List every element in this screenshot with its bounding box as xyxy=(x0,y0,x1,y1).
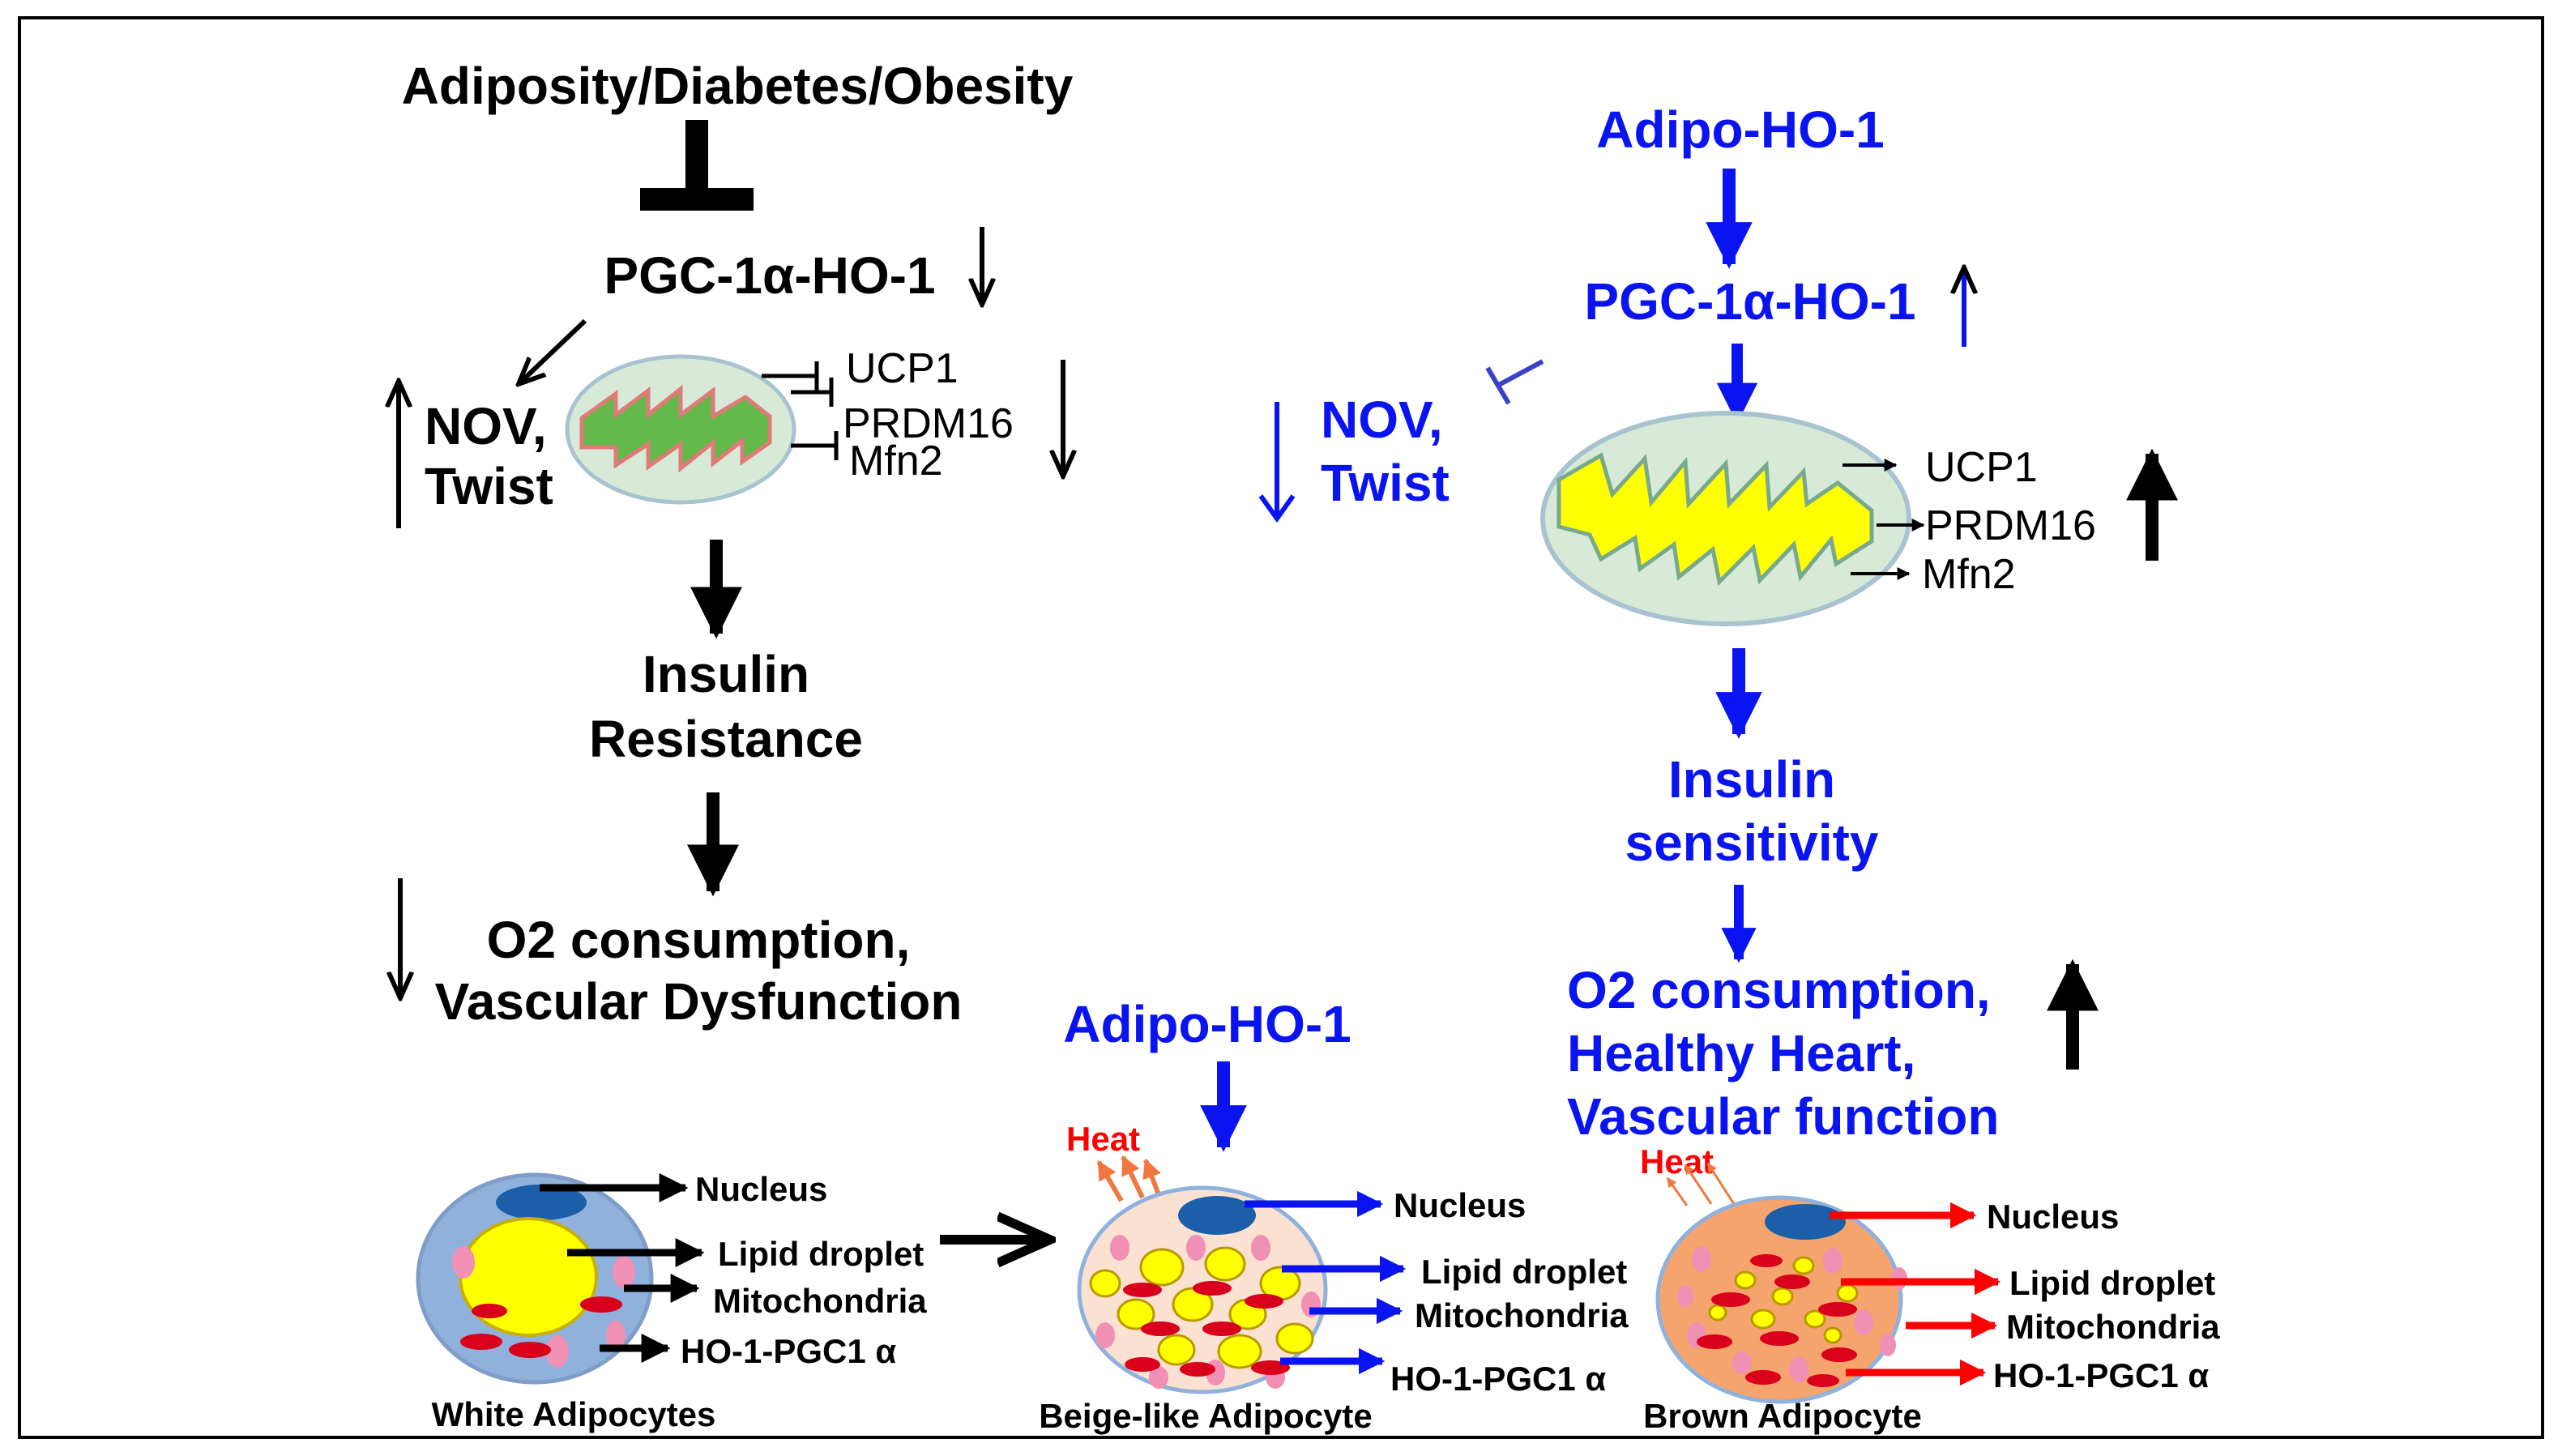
right-gene-ucp1: UCP1 xyxy=(1925,444,2038,491)
white-adipocyte-label: White Adipocytes xyxy=(432,1395,716,1433)
right-twist-label: Twist xyxy=(1321,454,1450,512)
left-mitochondrion-icon xyxy=(565,354,796,505)
white-lipid-label: Lipid droplet xyxy=(718,1235,924,1273)
beige-nucleus-label: Nucleus xyxy=(1394,1186,1526,1224)
brown-ho1-label: HO-1-PGC1 α xyxy=(1993,1356,2209,1394)
white-mito-label: Mitochondria xyxy=(713,1282,927,1320)
left-inhibition-bar xyxy=(640,120,754,211)
right-outcome-line2: Healthy Heart, xyxy=(1567,1024,1915,1082)
left-condition-label: Adiposity/Diabetes/Obesity xyxy=(402,57,1074,115)
right-nov-label: NOV, xyxy=(1321,391,1443,449)
bottom-adipo-label: Adipo-HO-1 xyxy=(1063,995,1351,1053)
right-mitochondrion-icon xyxy=(1540,411,1911,626)
beige-adipocyte-label: Beige-like Adipocyte xyxy=(1039,1397,1373,1435)
left-gene-mfn2: Mfn2 xyxy=(849,438,943,485)
white-ho1-label: HO-1-PGC1 α xyxy=(681,1332,896,1370)
right-adipo-label: Adipo-HO-1 xyxy=(1596,100,1885,159)
right-outcome-line1: O2 consumption, xyxy=(1567,961,1991,1019)
white-adipocyte-icon xyxy=(416,1172,654,1385)
brown-heat-label: Heat xyxy=(1640,1142,1714,1181)
figure-frame xyxy=(18,16,2544,1439)
left-insulin-line1: Insulin xyxy=(643,645,809,703)
beige-heat-label: Heat xyxy=(1066,1120,1140,1158)
beige-heat-arrows xyxy=(1096,1155,1163,1202)
brown-heat-arrows xyxy=(1666,1162,1736,1206)
right-nov-down-arrowhead xyxy=(1258,494,1296,523)
left-pgc-to-nov-arrow xyxy=(519,318,587,384)
left-insulin-line2: Resistance xyxy=(589,710,863,768)
brown-mito-label: Mitochondria xyxy=(2006,1308,2220,1346)
right-gene-mfn2: Mfn2 xyxy=(1922,551,2016,598)
left-nov-label: NOV, xyxy=(425,397,547,455)
brown-adipocyte-label: Brown Adipocyte xyxy=(1643,1397,1922,1435)
brown-adipocyte-icon xyxy=(1655,1195,1907,1404)
left-outcome-line2: Vascular Dysfunction xyxy=(435,972,963,1031)
left-pgc-label: PGC-1α-HO-1 xyxy=(604,246,935,305)
left-gene-prdm16: PRDM16 xyxy=(843,400,1014,447)
beige-ho1-label: HO-1-PGC1 α xyxy=(1390,1360,1606,1398)
left-gene-ucp1: UCP1 xyxy=(846,345,959,392)
left-outcome-line1: O2 consumption, xyxy=(487,911,911,969)
brown-lipid-label: Lipid droplet xyxy=(2009,1264,2215,1302)
beige-mito-label: Mitochondria xyxy=(1415,1296,1629,1334)
right-gene-prdm16: PRDM16 xyxy=(1925,502,2096,549)
right-pgc-label: PGC-1α-HO-1 xyxy=(1584,272,1915,331)
beige-lipid-label: Lipid droplet xyxy=(1421,1253,1627,1291)
white-nucleus-label: Nucleus xyxy=(695,1170,827,1208)
brown-nucleus-label: Nucleus xyxy=(1987,1198,2119,1236)
left-gene-inhibition-lines xyxy=(762,361,839,460)
beige-adipocyte-icon xyxy=(1077,1185,1328,1394)
left-twist-label: Twist xyxy=(425,457,553,515)
right-insulin-line2: sensitivity xyxy=(1625,813,1878,872)
right-insulin-line1: Insulin xyxy=(1668,750,1835,809)
right-outcome-line3: Vascular function xyxy=(1567,1087,1999,1146)
right-nov-inhibition xyxy=(1485,359,1544,405)
